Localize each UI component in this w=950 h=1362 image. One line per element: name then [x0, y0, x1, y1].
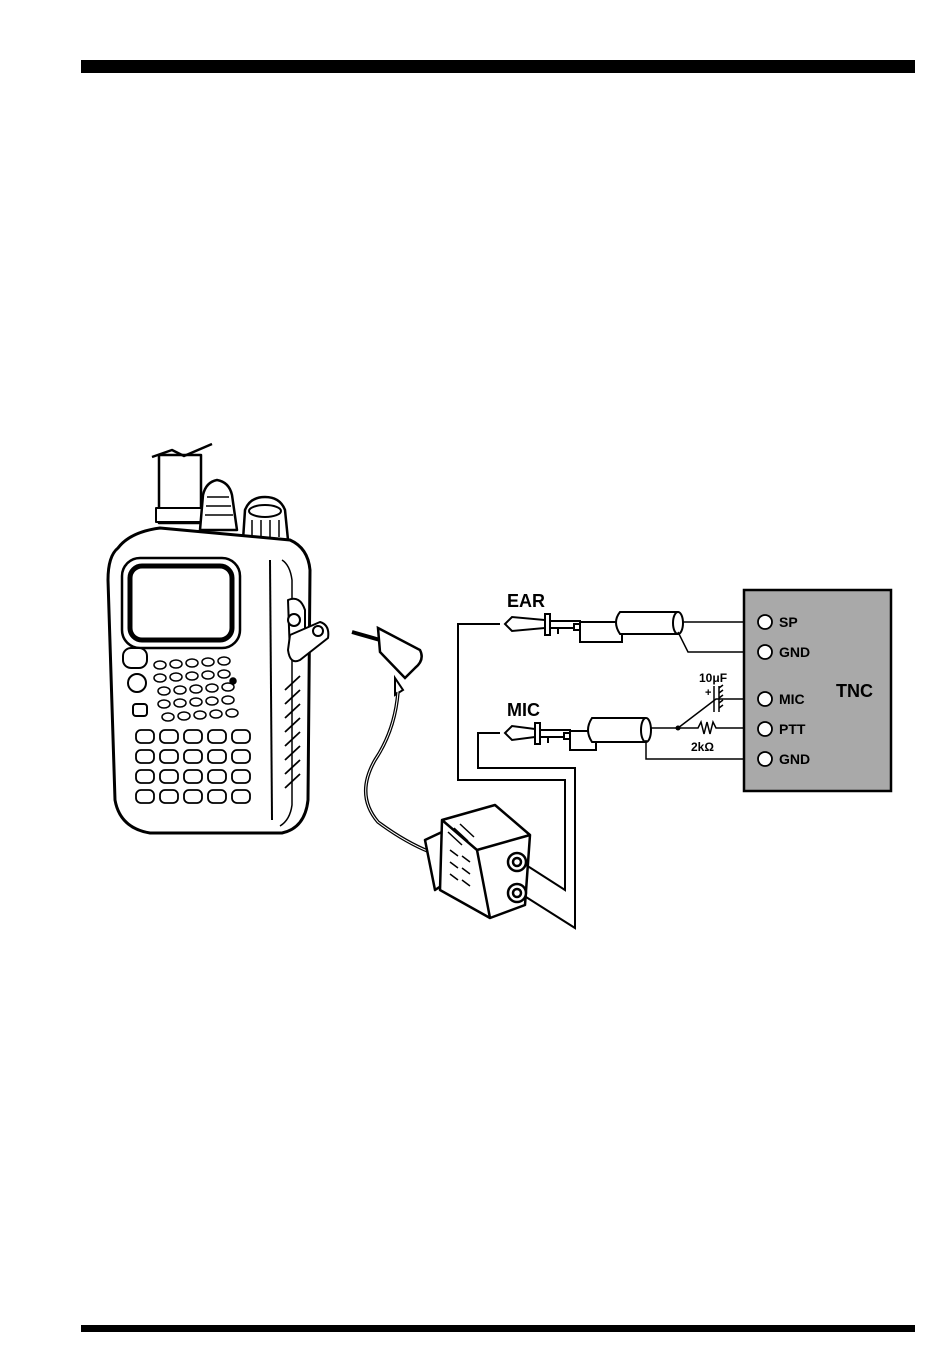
- capacitor-polarity: +: [705, 687, 711, 699]
- two-way-adapter: [425, 805, 530, 918]
- capacitor-value: 10μF: [699, 671, 727, 685]
- pin-label-sp: SP: [779, 614, 798, 630]
- tuning-knob: [243, 497, 288, 540]
- volume-knob: [200, 480, 237, 530]
- ear-label: EAR: [507, 591, 545, 611]
- pin-label-gnd-2: GND: [779, 751, 810, 767]
- radio-plug-cable: [352, 628, 430, 852]
- tnc-wiring: [646, 622, 758, 759]
- pin-label-ptt: PTT: [779, 721, 806, 737]
- handheld-radio-illustration: [108, 444, 328, 833]
- junction-dot: [676, 726, 681, 731]
- round-key: [128, 674, 146, 692]
- square-key: [133, 704, 147, 716]
- pin-label-mic: MIC: [779, 691, 805, 707]
- ear-plug: [505, 612, 683, 642]
- pin-label-gnd-1: GND: [779, 644, 810, 660]
- side-key: [123, 648, 147, 668]
- tnc-title: TNC: [836, 681, 873, 701]
- pin-gnd-2: [758, 752, 772, 766]
- mic-label: MIC: [507, 700, 540, 720]
- pin-sp: [758, 615, 772, 629]
- pin-ptt: [758, 722, 772, 736]
- resistor-value: 2kΩ: [691, 740, 714, 754]
- pin-mic: [758, 692, 772, 706]
- pin-gnd-1: [758, 645, 772, 659]
- lcd-screen: [130, 566, 232, 640]
- mic-plug: [505, 718, 651, 750]
